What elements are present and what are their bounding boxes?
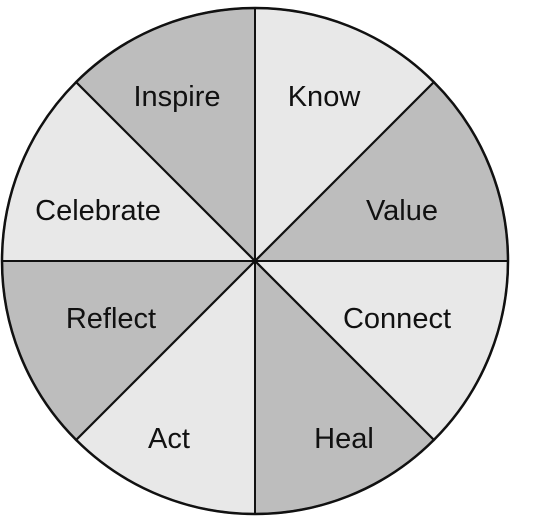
segment-label-heal: Heal — [314, 423, 374, 455]
segment-label-connect: Connect — [343, 303, 451, 335]
segment-label-know: Know — [288, 81, 362, 113]
segment-label-reflect: Reflect — [66, 303, 156, 335]
segment-label-inspire: Inspire — [133, 81, 220, 113]
segment-label-act: Act — [148, 423, 190, 455]
segment-dividers — [2, 8, 508, 514]
segment-label-value: Value — [366, 195, 438, 227]
segment-label-celebrate: Celebrate — [35, 195, 161, 227]
wheel-outline — [0, 6, 510, 516]
